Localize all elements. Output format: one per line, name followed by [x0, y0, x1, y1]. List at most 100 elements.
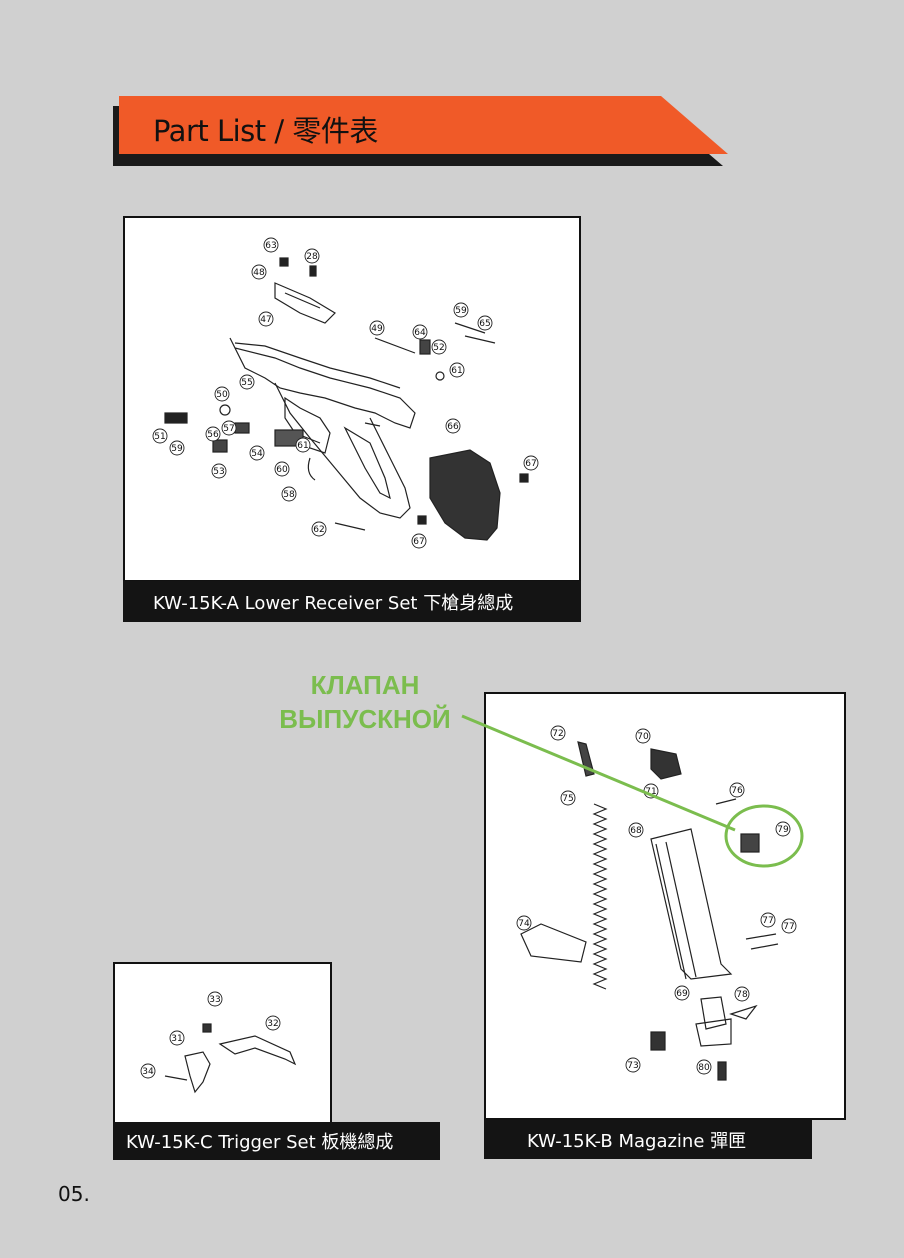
- part-number: 78: [736, 990, 748, 1000]
- part-label-circle: [274, 461, 290, 477]
- part-number: 49: [371, 324, 383, 334]
- part-label-circle: [445, 418, 461, 434]
- part-number: 56: [207, 430, 219, 440]
- part-label-circle: [760, 912, 776, 928]
- part-label-circle: [251, 264, 267, 280]
- part-number: 32: [267, 1019, 278, 1029]
- part-number: 50: [216, 390, 228, 400]
- lower-receiver-caption-text: KW-15K-A Lower Receiver Set 下槍身總成: [153, 592, 514, 614]
- page-number: 05.: [58, 1182, 90, 1206]
- part-label-circle: [281, 486, 297, 502]
- part-number: 65: [479, 319, 490, 329]
- part-number: 76: [731, 786, 743, 796]
- trigger-part-labels: 33 32 31 34: [140, 991, 281, 1079]
- page-title: Part List / 零件表: [153, 114, 378, 148]
- part-number: 69: [676, 989, 688, 999]
- part-number: 52: [433, 343, 444, 353]
- part-number: 34: [142, 1067, 154, 1077]
- part-number: 59: [455, 306, 467, 316]
- part-label-circle: [453, 302, 469, 318]
- part-label-circle: [169, 1030, 185, 1046]
- part-label-circle: [140, 1063, 156, 1079]
- part-number: 70: [637, 732, 649, 742]
- part-label-circle: [263, 237, 279, 253]
- trigger-panel: 33 32 31 34: [113, 962, 332, 1124]
- part-label-circle: [477, 315, 493, 331]
- part-label-circle: [265, 1015, 281, 1031]
- part-label-circle: [239, 374, 255, 390]
- part-number: 67: [413, 537, 424, 547]
- part-number: 60: [276, 465, 288, 475]
- part-label-circle: [258, 311, 274, 327]
- part-label-circle: [214, 386, 230, 402]
- banner-orange: [119, 96, 728, 154]
- part-number: 64: [414, 328, 426, 338]
- part-label-circle: [696, 1059, 712, 1075]
- part-label-circle: [221, 420, 237, 436]
- trigger-caption-text: KW-15K-C Trigger Set 板機總成: [126, 1132, 394, 1153]
- part-label-circle: [674, 985, 690, 1001]
- part-number: 72: [552, 729, 563, 739]
- part-label-circle: [152, 428, 168, 444]
- lower-receiver-caption: KW-15K-A Lower Receiver Set 下槍身總成: [123, 581, 581, 622]
- part-number: 77: [762, 916, 773, 926]
- part-number: 68: [630, 826, 642, 836]
- magazine-diagram: 72 70 71 76 75 68 79 74 77 77 69 78 73 80: [516, 725, 804, 1081]
- trigger-diagram: 33 32 31 34: [140, 991, 297, 1094]
- part-label-circle: [369, 320, 385, 336]
- part-number: 58: [283, 490, 295, 500]
- part-number: 61: [297, 441, 308, 451]
- part-number: 57: [223, 424, 234, 434]
- part-label-circle: [295, 437, 311, 453]
- magazine-caption-text: KW-15K-B Magazine 彈匣: [527, 1130, 747, 1152]
- part-label-circle: [449, 362, 465, 378]
- part-number: 63: [265, 241, 276, 251]
- part-number: 71: [645, 787, 656, 797]
- part-number: 54: [251, 449, 263, 459]
- part-label-circle: [411, 533, 427, 549]
- part-label-circle: [169, 440, 185, 456]
- part-number: 73: [627, 1061, 638, 1071]
- part-label-circle: [205, 426, 221, 442]
- part-label-circle: [431, 339, 447, 355]
- part-label-circle: [781, 918, 797, 934]
- part-number: 66: [447, 422, 459, 432]
- trigger-caption: KW-15K-C Trigger Set 板機總成: [113, 1122, 440, 1160]
- part-number: 53: [213, 467, 224, 477]
- part-label-circle: [249, 445, 265, 461]
- part-number: 47: [260, 315, 271, 325]
- magazine-panel: 72 70 71 76 75 68 79 74 77 77 69 78 73 80: [484, 692, 846, 1120]
- callout-line2: ВЫПУСКНОЙ: [279, 704, 451, 734]
- part-number: 77: [783, 922, 794, 932]
- exhaust-valve-callout: КЛАПАН ВЫПУСКНОЙ: [265, 668, 465, 736]
- magazine-part-labels: 72 70 71 76 75 68 79 74 77 77 69 78 73 80: [516, 725, 797, 1075]
- part-number: 61: [451, 366, 462, 376]
- header-banner: [113, 96, 728, 168]
- part-number: 31: [171, 1034, 182, 1044]
- part-number: 74: [518, 919, 530, 929]
- callout-line1: КЛАПАН: [310, 670, 420, 700]
- part-number: 80: [698, 1063, 710, 1073]
- part-label-circle: [412, 324, 428, 340]
- part-number: 33: [209, 995, 220, 1005]
- part-label-circle: [523, 455, 539, 471]
- part-label-circle: [516, 915, 532, 931]
- part-number: 79: [777, 825, 789, 835]
- part-label-circle: [304, 248, 320, 264]
- part-number: 28: [306, 252, 318, 262]
- part-label-circle: [211, 463, 227, 479]
- exhaust-valve-highlight: [724, 804, 804, 868]
- part-number: 62: [313, 525, 324, 535]
- part-label-circle: [775, 821, 791, 837]
- part-label-circle: [311, 521, 327, 537]
- part-number: 75: [562, 794, 573, 804]
- magazine-caption: KW-15K-B Magazine 彈匣: [484, 1120, 812, 1159]
- part-label-circle: [734, 986, 750, 1002]
- part-number: 67: [525, 459, 536, 469]
- part-label-circle: [625, 1057, 641, 1073]
- part-label-circle: [207, 991, 223, 1007]
- part-number: 55: [241, 378, 252, 388]
